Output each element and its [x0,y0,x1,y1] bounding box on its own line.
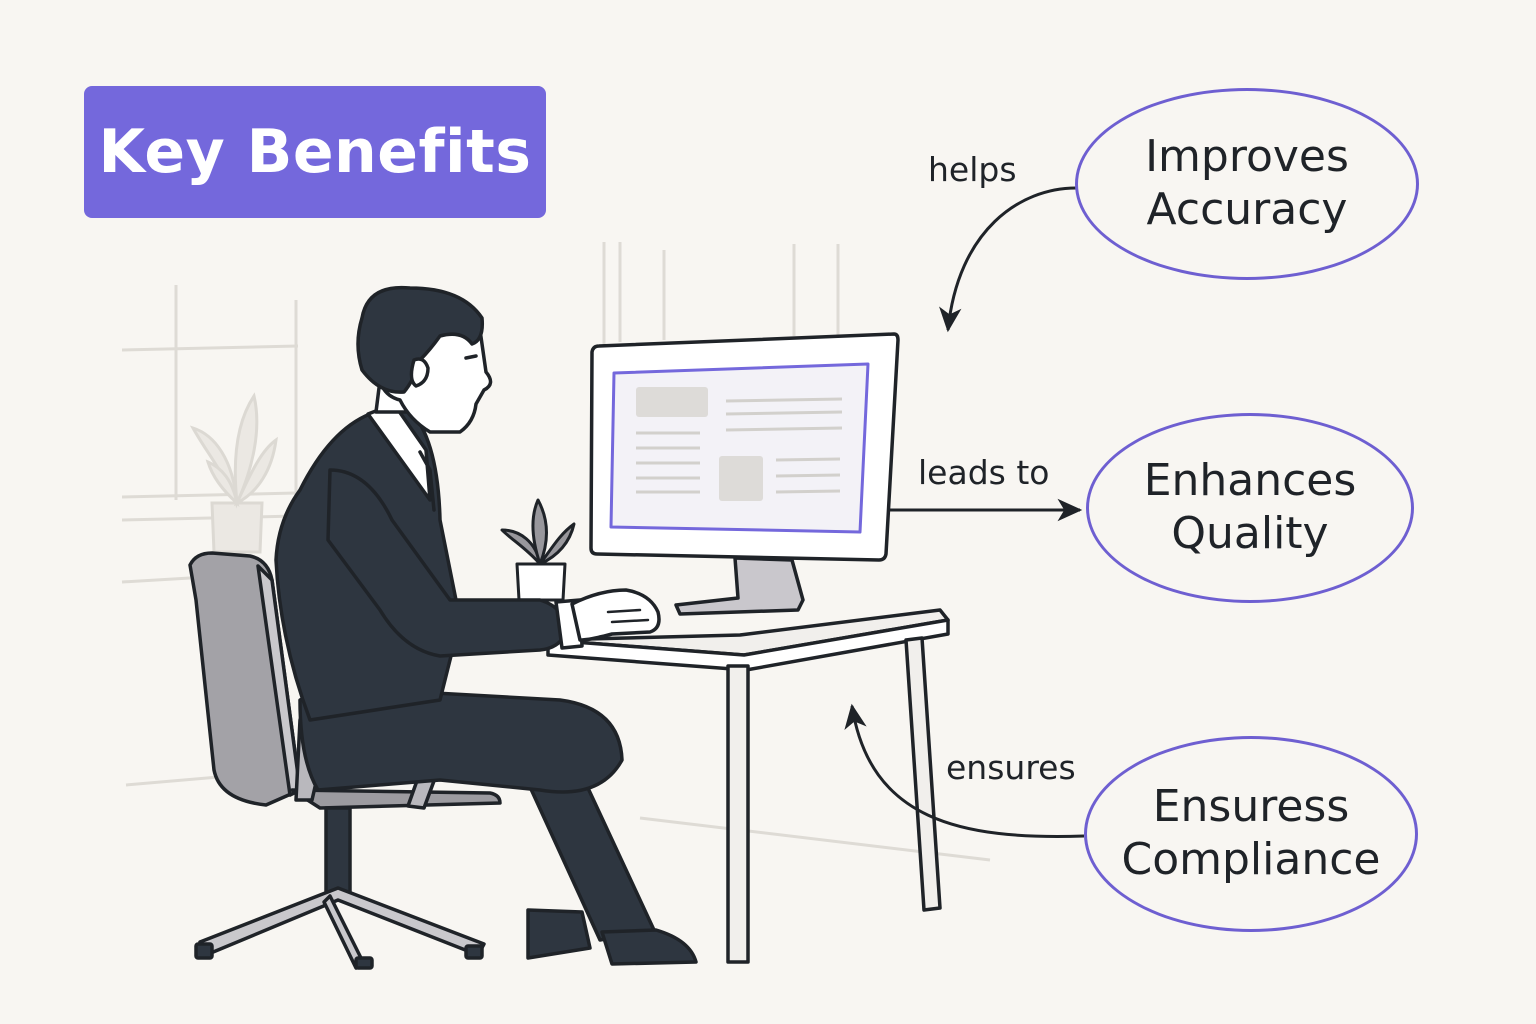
desk-plant-icon [500,498,576,602]
benefit-line: Quality [1171,508,1329,559]
benefit-ensures-compliance: Ensuress Compliance [1084,736,1418,932]
computer-monitor-icon [589,332,900,616]
connector-arrows [844,186,1085,838]
relation-label-ensures: ensures [946,748,1076,787]
benefit-line: Compliance [1121,834,1381,885]
seated-man [274,285,698,966]
relation-label-leads-to: leads to [918,453,1050,492]
helps-arrow [939,186,1077,333]
title-banner: Key Benefits [84,86,546,218]
relation-label-helps: helps [928,150,1017,189]
benefit-improves-accuracy: Improves Accuracy [1075,88,1419,280]
benefit-line: Enhances [1143,455,1357,507]
background-plant-icon [189,392,278,554]
desk [546,608,950,964]
benefit-line: Accuracy [1146,184,1348,235]
diagram-title: Key Benefits [98,117,532,187]
benefit-line: Improves [1145,131,1349,183]
benefit-line: Ensuress [1152,781,1350,833]
benefit-enhances-quality: Enhances Quality [1086,413,1414,603]
ensures-arrow [844,703,1085,838]
